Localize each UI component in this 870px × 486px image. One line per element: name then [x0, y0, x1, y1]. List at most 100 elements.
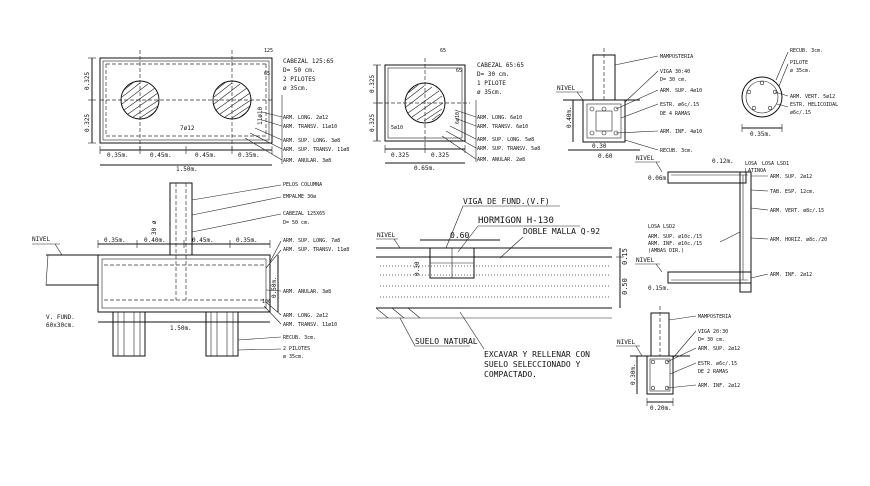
viga1-dim-h: 0.40m. [566, 106, 573, 128]
vf-excavar-3: COMPACTADO. [484, 370, 537, 379]
pilote-phi: ø 35cm. [790, 68, 811, 74]
cabezal2-dim-top: 65 [440, 48, 446, 54]
cabezal1-dim-side: 65 [264, 71, 270, 77]
viga2-dim-b: 0.20m. [650, 405, 672, 412]
viga1-arm-inf: ARM. INF. 4ø10 [660, 129, 702, 135]
losa-nivel-1: NIVEL [636, 155, 654, 162]
cabezal1-inner-label: 7ø12 [180, 125, 195, 132]
viga2-viga: VIGA 20:30 [698, 329, 728, 335]
viga2-estr: ESTR. ø6c/.15 [698, 361, 737, 367]
cabezal1-arm-anular: ARM. ANULAR. 3ø8 [283, 158, 331, 164]
corte-v-fund-dim: 60x30cm. [46, 322, 75, 329]
pilote-arm-vert: ARM. VERT. 5ø12 [790, 94, 835, 100]
corte-dim-top-3: 0.45m. [192, 237, 214, 244]
vf-suelo: SUELO NATURAL [415, 337, 478, 346]
losa-dim-006: 0.06m. [648, 175, 670, 182]
cabezal2-arm-transv: ARM. TRANSV. 6ø10 [477, 124, 528, 130]
losa-wall-section: LOSA LATINOA LOSA LSD1 NIVEL 0.06m. 0.12… [635, 155, 827, 293]
viga-20x30-section: NIVEL 0.30m. 0.20m. MAMPOSTERIA VIGA 20:… [616, 306, 740, 412]
cabezal1-dim-bottom-1: 0.35m. [107, 152, 129, 159]
losa-nivel-2: NIVEL [636, 257, 654, 264]
viga1-estr: ESTR. ø6c/.15 [660, 102, 699, 108]
vf-dim-015: 0.15 [621, 248, 629, 265]
viga-30x40-section: NIVEL 0.40m. 0.30 0.60 MAMPOSTERIA VIGA … [556, 48, 702, 160]
cabezal1-arm-sup-transv: ARM. SUP. TRANSV. 11ø8 [283, 147, 349, 153]
cabezal1-title: CABEZAL 125:65 [283, 58, 334, 65]
losa-arm-inf: ARM. INF. 2ø12 [770, 272, 812, 278]
cabezal2-dim-bottom-1: 0.325 [391, 152, 409, 159]
cabezal2-d: D= 30 cm. [477, 71, 510, 78]
pilote-dim: 0.35m. [750, 131, 772, 138]
corte-dim-top-1: 0.35m. [104, 237, 126, 244]
corte-dim-top-2: 0.40m. [144, 237, 166, 244]
cabezal1-dim-bottom-3: 0.45m. [195, 152, 217, 159]
corte-arm-sup-long: ARM. SUP. LONG. 7ø8 [283, 238, 340, 244]
corte-arm-transv: ARM. TRANSV. 11ø10 [283, 322, 337, 328]
vf-hormigon: HORMIGON H-130 [478, 216, 554, 226]
cabezal1-d: D= 50 cm. [283, 67, 316, 74]
cabezal1-pilotes: 2 PILOTES [283, 76, 316, 83]
pilote-pilote: PILOTE [790, 60, 808, 66]
viga-fundacion-section: VIGA DE FUND.(V.F) HORMIGON H-130 DOBLE … [375, 197, 629, 379]
cabezal1-dim-bottom-2: 0.45m. [150, 152, 172, 159]
cabezal1-dim-bottom-4: 0.35m. [238, 152, 260, 159]
corte-width: 1.50m. [170, 325, 192, 332]
cabezal1-dim-top: 125 [264, 48, 273, 54]
cabezal1-arm-sup-long: ARM. SUP. LONG. 3ø8 [283, 138, 340, 144]
losa-arm-inf-2: ARM. INF. ø10c./15 [648, 241, 702, 247]
cabezal2-dim-left-2: 0.325 [369, 114, 376, 132]
cabezal2-pilotes: 1 PILOTE [477, 80, 506, 87]
corte-arm-sup-transv: ARM. SUP. TRANSV. 11ø8 [283, 247, 349, 253]
cabezal2-arm-anular: ARM. ANULAR. 2ø8 [477, 157, 525, 163]
viga1-d: D= 30 cm. [660, 77, 687, 83]
losa-lsd1: LOSA LSD1 [762, 161, 789, 167]
viga1-recub: RECUB. 3cm. [660, 148, 693, 154]
corte-pelos-h: 30 ø [151, 220, 158, 235]
cabezal2-inner-left: 5ø10 [391, 125, 403, 131]
viga2-d: D= 30 cm. [698, 337, 725, 343]
corte-dim-top-4: 0.35m. [236, 237, 258, 244]
cabezal1-arm-transv: ARM. TRANSV. 11ø10 [283, 124, 337, 130]
cabezal2-phi: ø 35cm. [477, 89, 502, 96]
cabezal2-arm-long: ARM. LONG. 6ø10 [477, 115, 522, 121]
cabezal1-arm-long: ARM. LONG. 2ø12 [283, 115, 328, 121]
corte-nivel: NIVEL [32, 236, 50, 243]
losa-dim-012: 0.12m. [712, 158, 734, 165]
losa-tab-esp: TAB. ESP. 12cm. [770, 189, 815, 195]
losa-arm-vert: ARM. VERT. ø8c/.15 [770, 208, 824, 214]
vf-title: VIGA DE FUND.(V.F) [463, 197, 550, 206]
viga1-viga: VIGA 30:40 [660, 69, 690, 75]
viga1-nivel: NIVEL [557, 85, 575, 92]
corte-phi: ø 35cm. [283, 354, 304, 360]
vf-excavar-2: SUELO SELECCIONADO Y [484, 360, 581, 369]
viga1-mamposteria: MAMPOSTERIA [660, 54, 693, 60]
vf-dim-030: 0.30 [414, 261, 421, 276]
cabezal2-arm-sup-long: ARM. SUP. LONG. 5ø8 [477, 137, 534, 143]
losa-arm-sup: ARM. SUP. 2ø12 [770, 174, 812, 180]
cabezal1-total-width: 1.50m. [176, 166, 198, 173]
corte-d: D= 50 cm. [283, 220, 310, 226]
corte-height: 0.50m. [271, 276, 278, 298]
cabezal-125x65-plan: 0.325 0.325 0.35m. 0.45m. 0.45m. 0.35m. … [84, 48, 349, 173]
losa-title: LOSA [745, 161, 757, 167]
cabezal2-dim-bottom-2: 0.325 [431, 152, 449, 159]
losa-dim-015: 0.15m. [648, 285, 670, 292]
losa-arm-horiz: ARM. HORIZ. ø8c./20 [770, 237, 827, 243]
cabezal-section-elevation: NIVEL 0.35m. 0.40m. 0.45m. 0.35m. 1.50m.… [32, 182, 349, 360]
cabezal1-phi: ø 35cm. [283, 85, 308, 92]
pilote-recub: RECUB. 3cm. [790, 48, 823, 54]
viga2-arm-inf: ARM. INF. 2ø12 [698, 383, 740, 389]
losa-title-2: LATINOA [745, 168, 766, 174]
vf-dim-060: 0.60 [450, 231, 469, 240]
vf-excavar-1: EXCAVAR Y RELLENAR CON [484, 350, 590, 359]
corte-arm-anular: ARM. ANULAR. 3ø8 [283, 289, 331, 295]
pilote-section: 0.35m. RECUB. 3cm. PILOTE ø 35cm. ARM. V… [741, 48, 838, 138]
viga1-dim-bottom-1: 0.30 [592, 143, 607, 150]
viga1-ramas: DE 4 RAMAS [660, 111, 690, 117]
cabezal1-side-label: 11ø10 [257, 107, 264, 125]
viga2-arm-sup: ARM. SUP. 2ø12 [698, 346, 740, 352]
corte-cabezal: CABEZAL 125X65 [283, 211, 325, 217]
cabezal2-inner-right: 6ø10 [455, 112, 461, 124]
cabezal-65x65-plan: 0.325 0.325 0.325 0.325 0.65m. 5ø10 6ø10… [369, 48, 540, 172]
viga2-nivel: NIVEL [617, 339, 635, 346]
